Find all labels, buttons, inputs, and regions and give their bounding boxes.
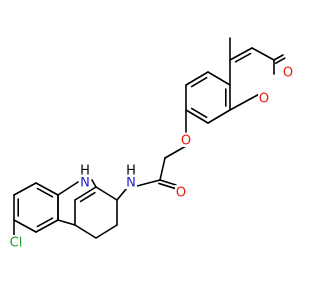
atom-o-ether-backdrop [180, 133, 192, 147]
bond-coumarin-benzo-1-second-line [190, 76, 208, 88]
atom-n-amide-text: N [126, 176, 136, 191]
atom-n-amide: N [125, 175, 137, 191]
atom-o-lactone-carbonyl: O [282, 65, 294, 81]
atom-n-indole-backdrop [79, 175, 91, 189]
bond-tetrahydro-5-second-line [79, 191, 96, 203]
bond-pyrrole-1 [91, 179, 97, 188]
bond-tetrahydro-2 [95, 224, 118, 239]
atom-h-indole-backdrop [79, 163, 91, 177]
bond-n-c1 [116, 187, 128, 201]
atom-o-ring-backdrop [258, 91, 270, 105]
bond-carbazole-benzo-1-second-line [36, 187, 54, 198]
bond-coumarin-benzo-4 [207, 109, 231, 124]
bond-carbazole-benzo-5-second-line [36, 217, 54, 228]
atom-h-amide-backdrop [125, 163, 137, 177]
bond-amide-carbonyl [159, 179, 177, 186]
bond-amide-carbonyl-second-line [158, 182, 176, 190]
bond-pyrrole-2 [57, 181, 79, 196]
bond-carbazole-benzo-4 [13, 219, 37, 233]
atom-n-indole: N [79, 175, 91, 191]
bond-tetrahydro-3 [74, 224, 97, 239]
atom-o-ether-text: O [181, 134, 191, 149]
atom-chlorine-text: Cl [10, 236, 23, 251]
bond-pyrrole-4 [57, 219, 76, 226]
atom-o-lactone-carbonyl-text: O [283, 66, 293, 81]
atom-o-ring: O [258, 91, 270, 107]
bond-pyranone-2-second-line [234, 52, 252, 63]
bond-tetrahydro-5 [74, 186, 97, 201]
atom-o-ether: O [180, 133, 192, 149]
bond-ch2-carbonyl-c [159, 157, 166, 181]
bond-carbazole-benzo-1 [35, 182, 59, 196]
atom-h-amide-text: H [126, 164, 136, 179]
bond-carbazole-benzo-2 [13, 182, 37, 196]
atom-n-amide-backdrop [125, 175, 137, 189]
bond-coumarin-benzo-3 [185, 109, 209, 124]
atom-h-indole: H [79, 163, 91, 179]
bond-o-ch2 [164, 145, 187, 159]
bond-pyranone-6 [229, 97, 253, 111]
bond-pyranone-2 [229, 47, 253, 61]
atom-o-amide-backdrop [175, 185, 187, 199]
bond-layer [13, 37, 286, 239]
atom-chlorine: Cl [8, 235, 24, 251]
atom-n-indole-text: N [80, 176, 90, 191]
atom-chlorine-backdrop [8, 235, 24, 249]
bond-coumarin-benzo-6 [207, 71, 231, 86]
bond-coumarin-benzo-3-second-line [190, 107, 208, 119]
atom-o-lactone-carbonyl-backdrop [282, 65, 294, 79]
atom-o-ring-text: O [259, 92, 269, 107]
atom-o-amide-text: O [176, 186, 186, 201]
atom-h-amide: H [125, 163, 137, 179]
bond-tetrahydro-6 [95, 186, 118, 201]
bond-lactone-carbonyl [273, 54, 284, 61]
bond-pyranone-3 [251, 47, 275, 61]
bond-carbazole-benzo-5 [35, 219, 59, 233]
atom-o-amide: O [175, 185, 187, 201]
bond-coumarin-benzo-1 [185, 71, 209, 86]
atom-h-indole-text: H [80, 164, 90, 179]
bond-lactone-carbonyl-second-line [274, 57, 286, 64]
bond-carbonyl-n [136, 179, 161, 187]
